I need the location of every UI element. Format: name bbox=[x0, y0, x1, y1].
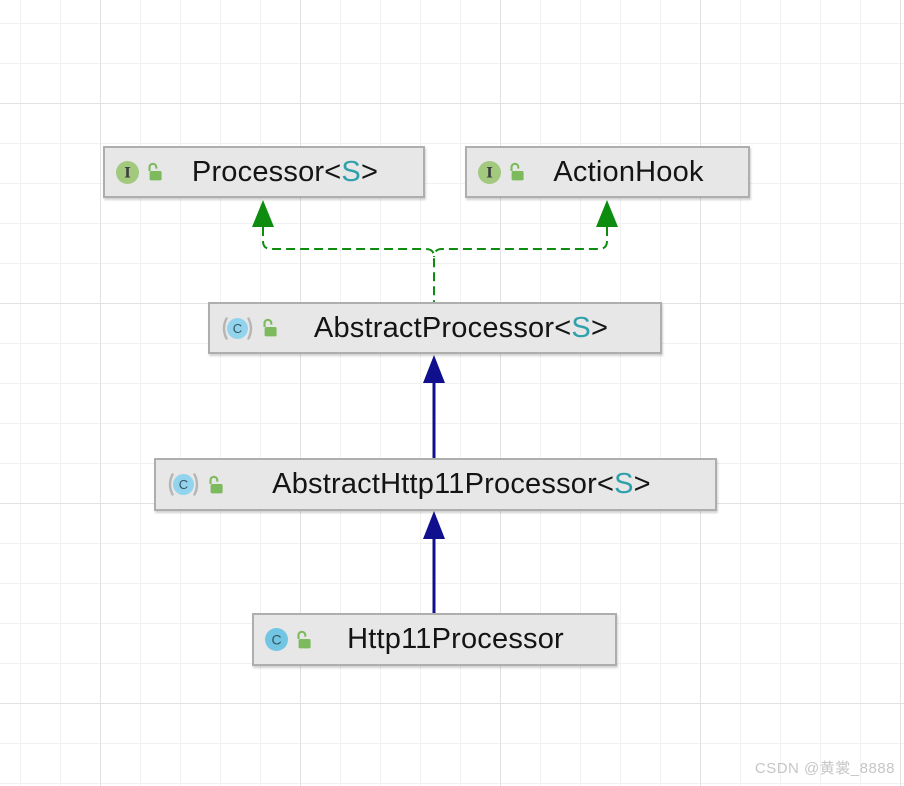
generic-type-parameter: S bbox=[614, 468, 634, 500]
public-lock-icon bbox=[207, 475, 224, 495]
class-node-processor[interactable]: I Processor<S> bbox=[103, 146, 425, 198]
class-name-label: Processor<S> bbox=[191, 155, 379, 188]
generic-type-parameter: S bbox=[341, 155, 361, 188]
svg-text:C: C bbox=[271, 632, 281, 648]
class-node-abstracthttp11processor[interactable]: C AbstractHttp11Processor<S> bbox=[154, 458, 717, 511]
class-name-label: ActionHook bbox=[525, 156, 732, 189]
class-name-text: ActionHook bbox=[553, 155, 704, 188]
implements-dashed-line bbox=[262, 227, 435, 302]
class-name-label: AbstractProcessor<S> bbox=[313, 311, 609, 344]
extends-arrowhead-icon bbox=[423, 511, 445, 539]
edge-extends-abstracthttp11processor[interactable] bbox=[423, 511, 445, 614]
implements-dashed-line bbox=[433, 227, 608, 258]
svg-text:I: I bbox=[124, 165, 131, 181]
class-icon: C bbox=[264, 627, 289, 652]
class-name-label: AbstractHttp11Processor<S> bbox=[272, 468, 651, 500]
class-name-label: Http11Processor bbox=[312, 623, 599, 656]
svg-text:I: I bbox=[486, 165, 493, 181]
class-node-http11processor[interactable]: C Http11Processor bbox=[252, 613, 617, 666]
generic-type-parameter: S bbox=[571, 311, 591, 344]
edge-implements-processor[interactable] bbox=[252, 200, 435, 302]
class-node-actionhook[interactable]: I ActionHook bbox=[465, 146, 750, 198]
abstract-class-icon: C bbox=[220, 315, 255, 342]
edge-implements-actionhook[interactable] bbox=[433, 200, 618, 258]
public-lock-icon bbox=[295, 630, 312, 650]
edge-extends-abstractprocessor[interactable] bbox=[423, 355, 445, 458]
svg-text:C: C bbox=[179, 477, 188, 492]
class-name-text: AbstractProcessor bbox=[313, 311, 555, 344]
extends-arrowhead-icon bbox=[423, 355, 445, 383]
class-name-text: Http11Processor bbox=[347, 623, 564, 655]
class-name-text: AbstractHttp11Processor bbox=[272, 468, 597, 500]
interface-icon: I bbox=[115, 160, 140, 185]
class-name-text: Processor bbox=[191, 155, 325, 188]
watermark-text: CSDN @黄裳_8888 bbox=[754, 760, 895, 777]
interface-icon: I bbox=[477, 160, 502, 185]
public-lock-icon bbox=[508, 162, 525, 182]
public-lock-icon bbox=[261, 318, 278, 338]
svg-text:C: C bbox=[233, 321, 242, 336]
implements-arrowhead-icon bbox=[596, 200, 618, 227]
class-node-abstractprocessor[interactable]: C AbstractProcessor<S> bbox=[208, 302, 662, 354]
public-lock-icon bbox=[146, 162, 163, 182]
abstract-class-icon: C bbox=[166, 471, 201, 498]
implements-arrowhead-icon bbox=[252, 200, 274, 227]
